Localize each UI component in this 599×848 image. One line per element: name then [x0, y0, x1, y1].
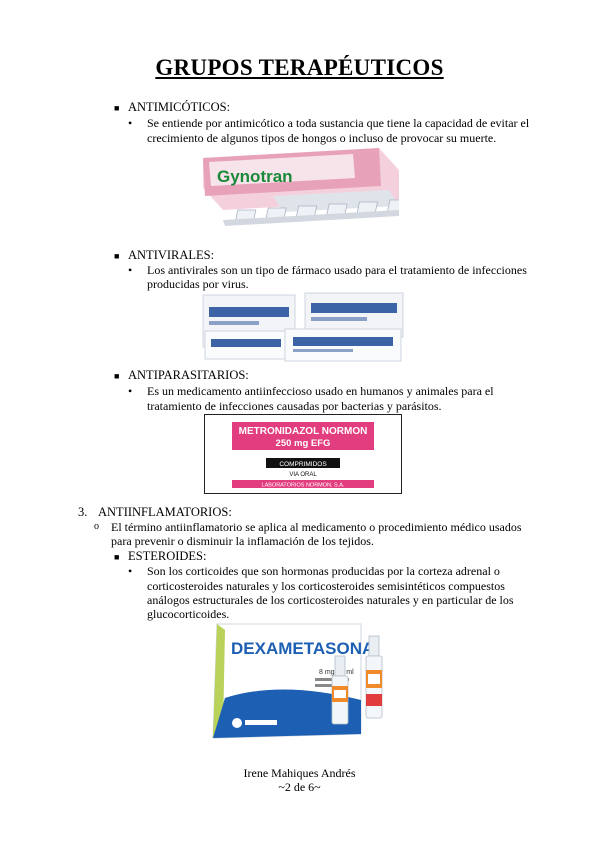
- metronidazol-product-image: METRONIDAZOL NORMON 250 mg EFG COMPRIMID…: [204, 414, 402, 499]
- antiviral-product-image: [201, 291, 407, 368]
- heading-esteroides: ■ESTEROIDES:: [114, 549, 207, 563]
- square-bullet: ■: [114, 371, 120, 381]
- dexametasona-product-image: DEXAMETASONA 8 mg / 2 ml: [211, 622, 389, 745]
- square-bullet: ■: [114, 552, 120, 562]
- heading-antiinflamatorios: 3.ANTIINFLAMATORIOS:: [78, 505, 232, 519]
- circle-bullet: o: [94, 521, 99, 532]
- square-bullet: ■: [114, 251, 120, 261]
- metronidazol-name: METRONIDAZOL NORMON: [239, 426, 368, 437]
- round-bullet: •: [128, 116, 133, 130]
- round-bullet: •: [128, 263, 133, 277]
- heading-antiparasitarios: ■ANTIPARASITARIOS:: [114, 368, 249, 382]
- footer-author: Irene Mahiques Andrés: [243, 766, 356, 780]
- round-bullet: •: [128, 564, 133, 578]
- dexametasona-label: DEXAMETASONA: [231, 639, 374, 658]
- metronidazol-route: VIA ORAL: [289, 472, 317, 478]
- page-title: GRUPOS TERAPÉUTICOS: [155, 55, 444, 80]
- heading-antivirales: ■ANTIVIRALES:: [114, 248, 215, 262]
- round-bullet: •: [128, 384, 133, 398]
- heading-antimicoticos: ■ANTIMICÓTICOS:: [114, 100, 231, 114]
- metronidazol-dose: 250 mg EFG: [276, 438, 331, 449]
- square-bullet: ■: [114, 103, 120, 113]
- gynotran-product-image: Gynotran: [203, 148, 435, 248]
- footer-page-number: ~2 de 6~: [278, 780, 321, 794]
- metronidazol-lab: LABORATORIOS NORMON, S.A.: [262, 483, 345, 489]
- metronidazol-form: COMPRIMIDOS: [279, 461, 327, 468]
- gynotran-label: Gynotran: [217, 167, 293, 186]
